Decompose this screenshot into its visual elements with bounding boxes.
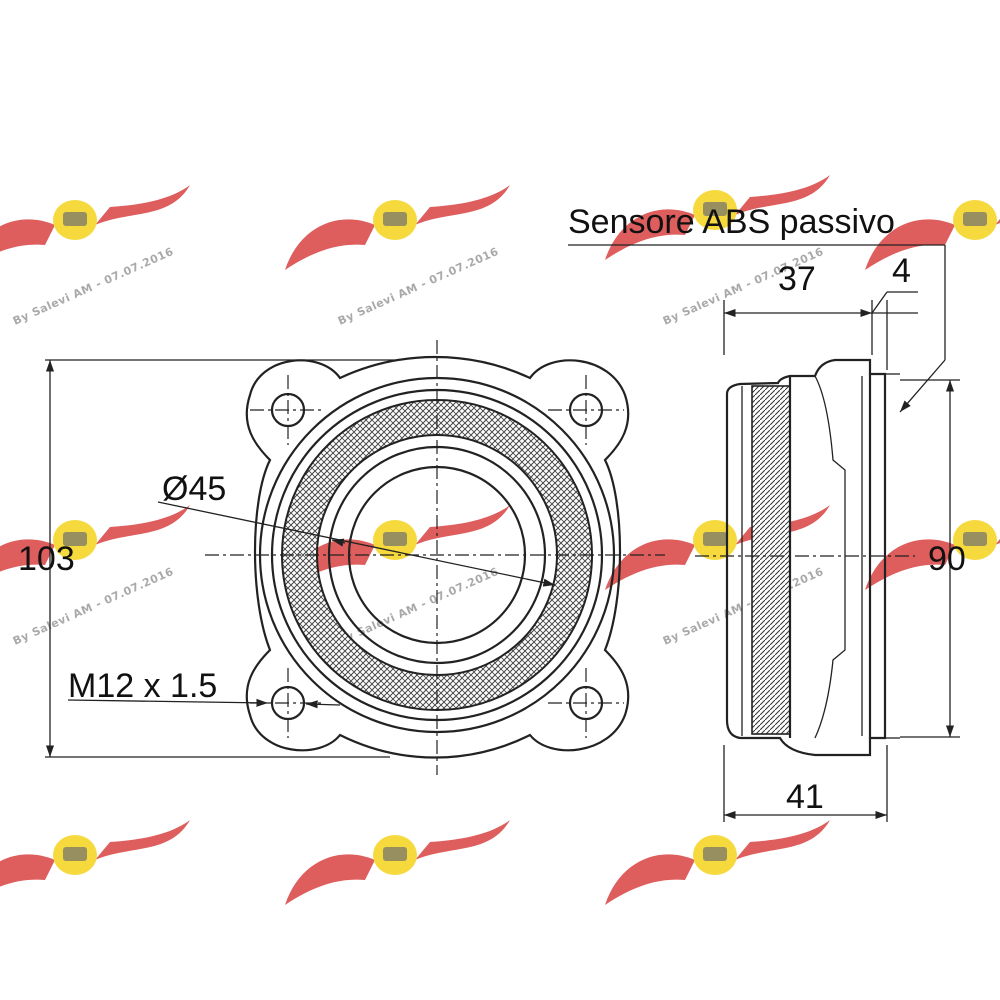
watermark-text: By Salevi AM - 07.07.2016 (661, 565, 826, 648)
watermark-text: By Salevi AM - 07.07.2016 (11, 245, 176, 328)
watermark-logo (285, 820, 510, 905)
seal-section (751, 385, 791, 735)
dimension-label: Ø45 (162, 470, 226, 508)
sensor-callout: Sensore ABS passivo (568, 203, 946, 413)
dimension-label: 90 (928, 540, 966, 578)
dimension-label: 37 (778, 260, 816, 298)
watermark-logo (605, 820, 830, 905)
sensor-label: Sensore ABS passivo (568, 203, 895, 241)
front-view (205, 340, 665, 775)
watermark-logo (0, 820, 190, 905)
dimension-37: 37 (723, 260, 873, 355)
dimension-bore-diameter: Ø45 (157, 470, 556, 587)
dimension-label: M12 x 1.5 (68, 667, 217, 705)
seal-ring (281, 399, 593, 711)
watermark-text: By Salevi AM - 07.07.2016 (336, 245, 501, 328)
watermark-text: By Salevi AM - 07.07.2016 (336, 565, 501, 648)
flange-outline (245, 355, 630, 759)
dimension-label: 103 (18, 540, 75, 578)
dimension-41: 41 (723, 745, 888, 822)
dimension-label: 4 (892, 252, 911, 290)
dimension-90: 90 (900, 379, 966, 738)
dimension-4: 4 (871, 252, 918, 370)
dimension-thread: M12 x 1.5 (67, 667, 341, 709)
watermark-layer: By Salevi AM - 07.07.2016 By Salevi AM -… (0, 175, 1000, 905)
side-outline (725, 358, 887, 757)
dimension-103: 103 (18, 359, 395, 758)
dimension-label: 41 (786, 778, 824, 816)
side-view (695, 358, 915, 757)
